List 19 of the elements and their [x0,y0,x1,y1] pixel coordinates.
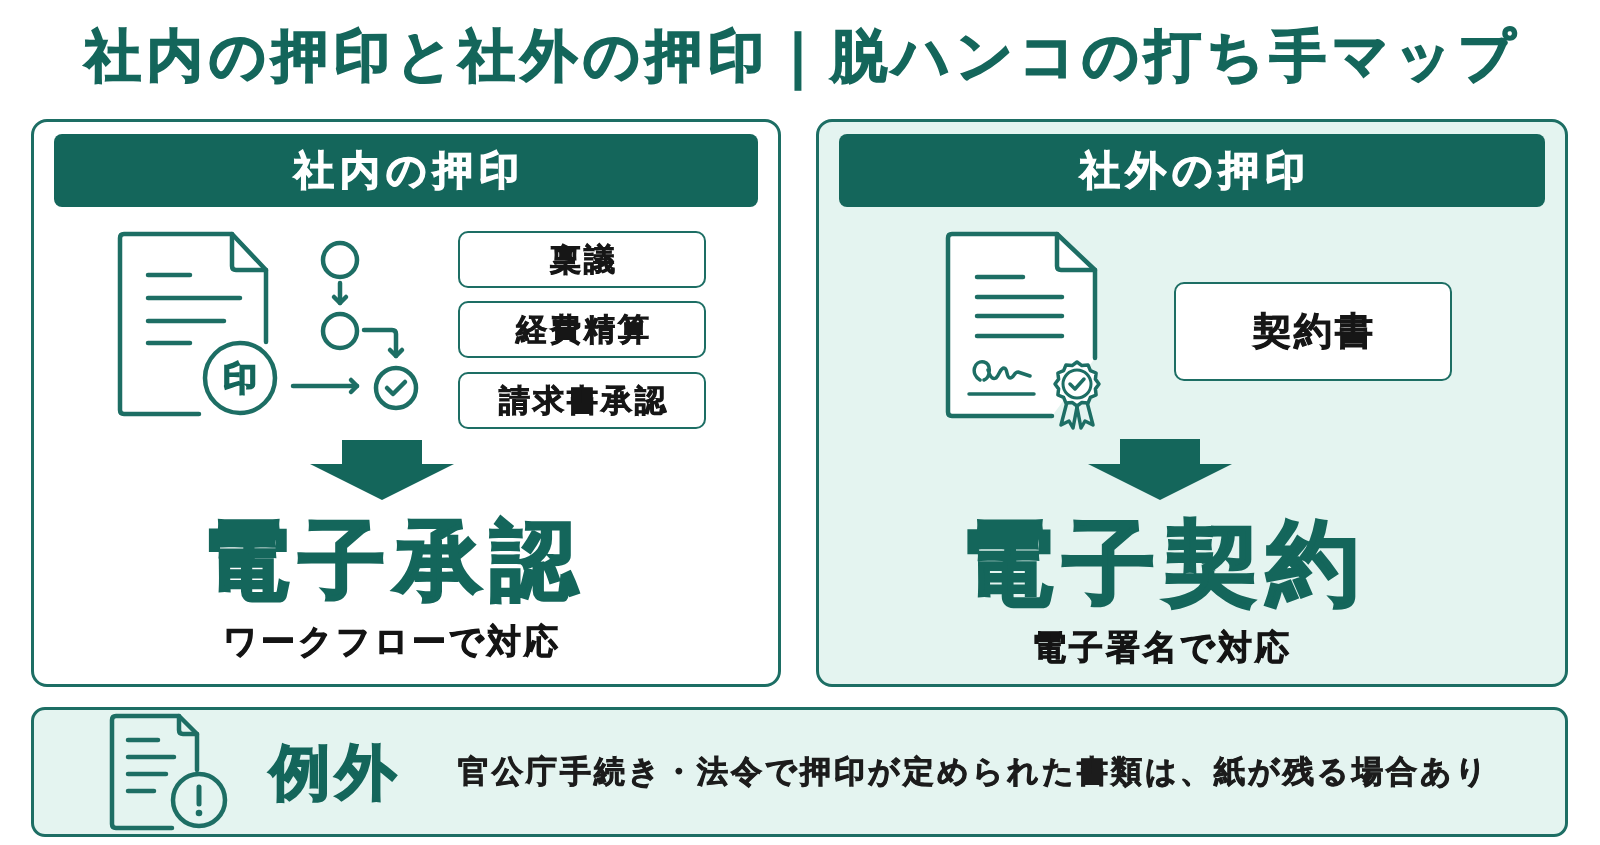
item-box: 契約書 [1174,282,1452,381]
item-box: 請求書承認 [458,372,706,429]
result-heading: 電子契約 [960,514,1369,614]
block-arrow [1088,439,1232,500]
note-text: 官公庁手続き・法令で押印が定められた書類は、紙が残る場合あり [458,753,1490,791]
panel-header: 社外の押印 [839,134,1545,207]
item-box: 経費精算 [458,301,706,358]
diagram-title: 社内の押印と社外の押印｜脱ハンコの打ち手マップ [83,22,1521,92]
note-heading: 例外 [270,739,402,805]
section-panel [816,119,1568,687]
seal-character: 印 [222,358,258,398]
result-heading: 電子承認 [202,514,587,607]
panel-header: 社内の押印 [54,134,758,207]
block-arrow [310,440,454,500]
section-panel [31,119,781,687]
result-subtitle: 電子署名で対応 [1030,627,1292,669]
item-box: 稟議 [458,231,706,288]
note-band [31,707,1568,837]
result-subtitle: ワークフローで対応 [221,620,561,662]
